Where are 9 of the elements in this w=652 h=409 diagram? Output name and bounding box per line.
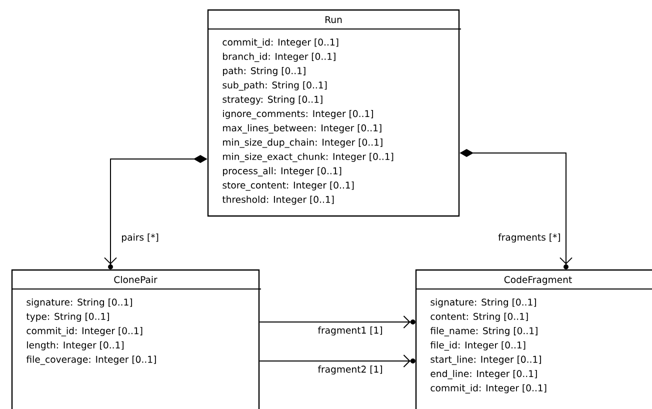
edge-label: fragment1 [1] — [318, 326, 382, 336]
edge-label: fragment2 [1] — [318, 366, 382, 374]
edge-label: pairs [*] — [122, 234, 158, 242]
class-box: CodeFragment signature: String [0..1] content: String [0..1] file_name: String [0..1] file_id: Integer [0..1] start_line: Integer [0..1] end_line: Integer [0..1] commit_id: Integer [0..1] — [415, 269, 652, 409]
class-box: Run commit_id: Integer [0..1] branch_id: Integer [0..1] path: String [0..1] sub_path: String [0..1] strategy: String [0..1] ignore_comments: Integer [0..1] max_lines_between: Integer [0..1] min_size_dup_chain: Integer [0..1] min_size_exact_chunk: Integer [0..1] process_all: Integer [0..1] store_content: Integer [0..1] threshold: Integer [0..1] — [207, 9, 462, 217]
class-box: ClonePair signature: String [0..1] type: String [0..1] commit_id: Integer [0..1] length: Integer [0..1] file_coverage: Integer [0..1] — [11, 269, 262, 409]
association-line — [259, 354, 416, 368]
association-line — [259, 316, 416, 328]
edge-label: fragments [*] — [498, 234, 560, 242]
